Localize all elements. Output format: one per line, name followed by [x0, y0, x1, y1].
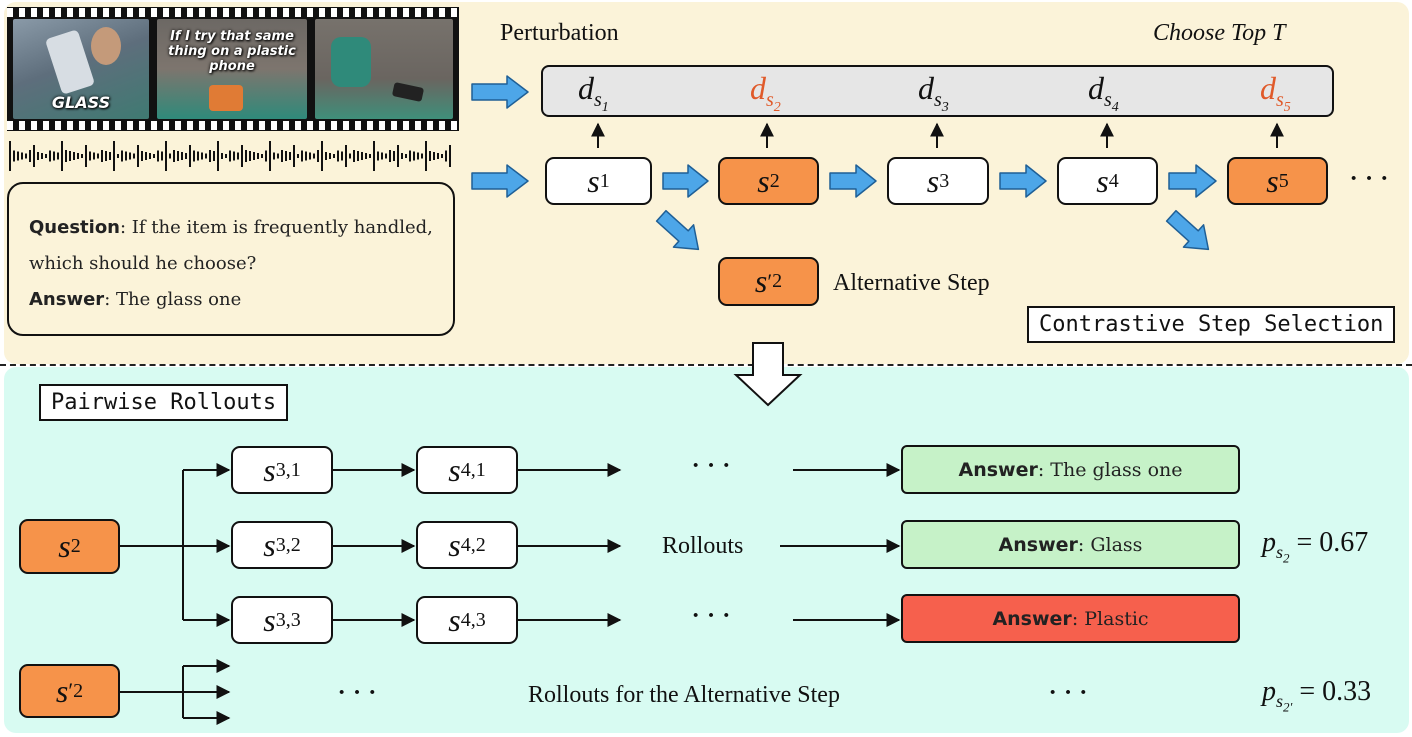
blue-arrow-s4-s5 — [1168, 164, 1217, 198]
d-node-5: ds5 — [1260, 70, 1291, 116]
alt-rollouts-label: Rollouts for the Alternative Step — [528, 682, 840, 708]
alt-rollouts-ellipsis-right: ··· — [1047, 674, 1093, 711]
blue-arrow-s2-s3 — [829, 164, 877, 198]
rollout-answer-3: Answer: Plastic — [901, 594, 1240, 643]
probability-s2-prime: ps2′ = 0.33 — [1262, 676, 1372, 715]
video-frame-2: If I try that same thing on a plastic ph… — [157, 19, 307, 119]
blue-arrow-s5-selection — [1165, 209, 1210, 251]
video-filmstrip: GLASS If I try that same thing on a plas… — [7, 7, 459, 131]
question-line: Question: If the item is frequently hand… — [29, 210, 433, 282]
question-text: : If the item is frequently handled, whi… — [29, 217, 433, 274]
audio-waveform — [9, 141, 451, 171]
alternative-step-node: s′2 — [718, 257, 819, 306]
d-node-2: ds2 — [750, 70, 781, 116]
frame-1-caption: GLASS — [51, 93, 111, 112]
perturbation-scores-box — [541, 65, 1334, 117]
question-answer-box: Question: If the item is frequently hand… — [7, 182, 455, 336]
section-divider — [0, 364, 1412, 366]
contrastive-step-selection-label: Contrastive Step Selection — [1027, 306, 1396, 343]
video-frame-1: GLASS — [13, 19, 149, 119]
blue-arrow-s1-s2 — [662, 164, 709, 198]
answer-label: Answer — [29, 289, 105, 310]
rollout-row-3-ellipsis: ··· — [690, 597, 736, 634]
question-label: Question — [29, 217, 120, 238]
alt-rollouts-ellipsis-left: ··· — [336, 674, 382, 711]
blue-arrow-to-s1 — [471, 164, 529, 198]
blue-arrow-to-perturbation — [471, 75, 529, 109]
blue-fat-arrows — [471, 75, 1217, 251]
down-hollow-arrow — [733, 342, 803, 407]
film-sprockets-bottom — [7, 121, 459, 130]
probability-s2: ps2 = 0.67 — [1262, 527, 1369, 566]
film-sprockets-top — [7, 8, 459, 17]
answer-text: : The glass one — [104, 289, 242, 310]
pairwise-rollouts-title: Pairwise Rollouts — [39, 384, 289, 421]
choose-top-label: Choose Top T — [1153, 20, 1286, 46]
d-node-1: ds1 — [578, 70, 609, 116]
rollout-connectors — [120, 463, 901, 725]
alternative-step-label: Alternative Step — [833, 270, 990, 296]
blue-arrow-s1-alt — [655, 209, 700, 251]
steps-ellipsis: ··· — [1348, 160, 1394, 197]
frame-2-caption: If I try that same thing on a plastic ph… — [168, 29, 296, 74]
rollout-row-1-ellipsis: ··· — [690, 447, 736, 484]
perturbation-label: Perturbation — [500, 20, 619, 46]
score-arrows — [591, 122, 1284, 148]
alt-rollout-root-step: s′2 — [19, 664, 120, 718]
rollout-answer-1: Answer: The glass one — [901, 445, 1240, 494]
rollouts-label: Rollouts — [662, 533, 744, 559]
answer-line: Answer: The glass one — [29, 282, 433, 318]
video-frame-3 — [315, 19, 453, 119]
d-node-4: ds4 — [1088, 70, 1119, 116]
blue-arrow-s3-s4 — [999, 164, 1047, 198]
d-node-3: ds3 — [918, 70, 949, 116]
rollout-answer-2: Answer: Glass — [901, 520, 1240, 569]
